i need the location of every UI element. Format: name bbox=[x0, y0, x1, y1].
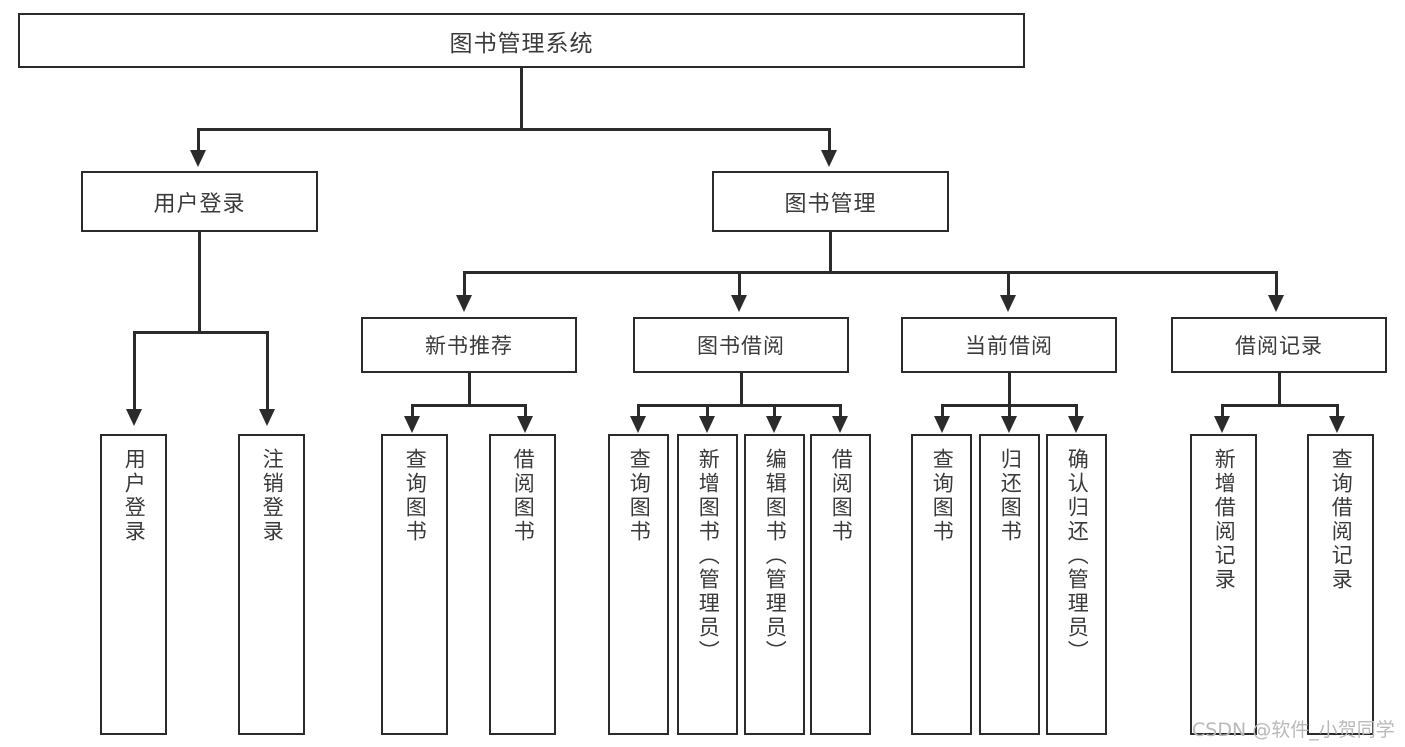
connector-bm-drop-4 bbox=[1275, 271, 1278, 297]
arrowhead-book-borrow bbox=[731, 295, 747, 312]
leaf-label: 查询图书 bbox=[930, 448, 955, 544]
connector-cb-drop-2 bbox=[1008, 404, 1011, 418]
leaf-label: 借阅图书 bbox=[829, 448, 854, 544]
leaf-logout[interactable]: 注销登录 bbox=[238, 434, 305, 735]
leaf-add-book-admin[interactable]: 新增图书（管理员） bbox=[677, 434, 738, 735]
connector-cb-drop-1 bbox=[941, 404, 944, 418]
node-book-borrow[interactable]: 图书借阅 bbox=[633, 317, 849, 373]
connector-cb-stem bbox=[1008, 373, 1011, 406]
arrowhead-leaf-return-book bbox=[1001, 416, 1017, 433]
leaf-edit-book-admin[interactable]: 编辑图书（管理员） bbox=[744, 434, 805, 735]
node-new-book-recommend[interactable]: 新书推荐 bbox=[361, 317, 577, 373]
arrowhead-leaf-query-borrow-record bbox=[1329, 416, 1345, 433]
arrowhead-leaf-query-book-nbr bbox=[404, 416, 420, 433]
connector-nbr-drop-2 bbox=[524, 404, 527, 418]
leaf-label: 编辑图书（管理员） bbox=[763, 448, 788, 664]
leaf-query-book-new-recommend[interactable]: 查询图书 bbox=[381, 434, 448, 735]
leaf-label: 查询图书 bbox=[403, 448, 428, 544]
arrowhead-leaf-edit-book bbox=[766, 416, 782, 433]
node-label: 图书借阅 bbox=[697, 334, 785, 358]
leaf-label: 查询图书 bbox=[627, 448, 652, 544]
leaf-label: 归还图书 bbox=[998, 448, 1023, 544]
node-label: 图书管理 bbox=[784, 191, 877, 217]
arrowhead-leaf-query-book-bb bbox=[630, 416, 646, 433]
connector-bb-drop-2 bbox=[706, 404, 709, 418]
leaf-label: 注销登录 bbox=[260, 448, 285, 544]
leaf-label: 新增图书（管理员） bbox=[696, 448, 721, 664]
leaf-confirm-return-admin[interactable]: 确认归还（管理员） bbox=[1046, 434, 1107, 735]
leaf-label: 查询借阅记录 bbox=[1329, 448, 1354, 592]
arrowhead-current-borrow bbox=[1000, 295, 1016, 312]
node-borrow-record[interactable]: 借阅记录 bbox=[1171, 317, 1387, 373]
connector-root-bus bbox=[197, 128, 831, 131]
connector-br-stem bbox=[1278, 373, 1281, 406]
leaf-user-login[interactable]: 用户登录 bbox=[100, 434, 167, 735]
connector-user-login-drop-2 bbox=[266, 331, 269, 411]
leaf-label: 确认归还（管理员） bbox=[1065, 448, 1090, 664]
node-label: 新书推荐 bbox=[425, 334, 513, 358]
node-root-book-management-system[interactable]: 图书管理系统 bbox=[18, 13, 1025, 68]
leaf-label: 新增借阅记录 bbox=[1212, 448, 1237, 592]
connector-cb-drop-3 bbox=[1075, 404, 1078, 418]
connector-root-stem bbox=[520, 68, 523, 130]
connector-bb-drop-1 bbox=[637, 404, 640, 418]
connector-bm-drop-3 bbox=[1007, 271, 1010, 297]
arrowhead-leaf-user-login bbox=[126, 409, 142, 426]
leaf-query-book-borrow[interactable]: 查询图书 bbox=[608, 434, 669, 735]
leaf-borrow-book[interactable]: 借阅图书 bbox=[810, 434, 871, 735]
node-book-management[interactable]: 图书管理 bbox=[712, 171, 949, 232]
arrowhead-leaf-query-book-cb bbox=[934, 416, 950, 433]
connector-user-login-bus bbox=[133, 331, 268, 334]
connector-root-drop-right bbox=[828, 128, 831, 153]
node-label: 用户登录 bbox=[153, 191, 246, 217]
connector-br-drop-1 bbox=[1221, 404, 1224, 418]
arrowhead-leaf-confirm-return bbox=[1068, 416, 1084, 433]
arrowhead-leaf-borrow-book-bb bbox=[832, 416, 848, 433]
arrowhead-leaf-borrow-book-nbr bbox=[517, 416, 533, 433]
connector-root-drop-left bbox=[197, 128, 200, 153]
node-current-borrow[interactable]: 当前借阅 bbox=[901, 317, 1117, 373]
arrowhead-leaf-add-borrow-record bbox=[1214, 416, 1230, 433]
connector-bm-drop-1 bbox=[463, 271, 466, 297]
connector-bb-drop-4 bbox=[839, 404, 842, 418]
connector-bb-drop-3 bbox=[773, 404, 776, 418]
node-label: 图书管理系统 bbox=[449, 30, 594, 57]
arrowhead-new-book-recommend bbox=[456, 295, 472, 312]
connector-user-login-drop-1 bbox=[133, 331, 136, 411]
connector-bb-stem bbox=[740, 373, 743, 406]
leaf-return-book[interactable]: 归还图书 bbox=[979, 434, 1040, 735]
connector-nbr-bus bbox=[411, 404, 526, 407]
node-label: 借阅记录 bbox=[1235, 334, 1323, 358]
leaf-add-borrow-record[interactable]: 新增借阅记录 bbox=[1190, 434, 1257, 735]
arrowhead-leaf-logout bbox=[259, 409, 275, 426]
arrowhead-user-login bbox=[190, 150, 206, 167]
connector-user-login-stem bbox=[198, 232, 201, 333]
connector-book-management-bus bbox=[463, 271, 1278, 274]
leaf-label: 用户登录 bbox=[122, 448, 147, 544]
arrowhead-leaf-add-book bbox=[699, 416, 715, 433]
arrowhead-borrow-record bbox=[1268, 295, 1284, 312]
connector-book-management-stem bbox=[829, 232, 832, 274]
node-user-login[interactable]: 用户登录 bbox=[81, 171, 318, 232]
leaf-query-borrow-record[interactable]: 查询借阅记录 bbox=[1307, 434, 1374, 735]
leaf-label: 借阅图书 bbox=[511, 448, 536, 544]
connector-bm-drop-2 bbox=[738, 271, 741, 297]
leaf-query-book-current[interactable]: 查询图书 bbox=[911, 434, 972, 735]
leaf-borrow-book-new-recommend[interactable]: 借阅图书 bbox=[489, 434, 556, 735]
node-label: 当前借阅 bbox=[965, 334, 1053, 358]
connector-bb-bus bbox=[637, 404, 841, 407]
connector-nbr-stem bbox=[468, 373, 471, 406]
connector-br-drop-2 bbox=[1336, 404, 1339, 418]
arrowhead-book-management bbox=[821, 150, 837, 167]
connector-br-bus bbox=[1221, 404, 1338, 407]
connector-nbr-drop-1 bbox=[411, 404, 414, 418]
